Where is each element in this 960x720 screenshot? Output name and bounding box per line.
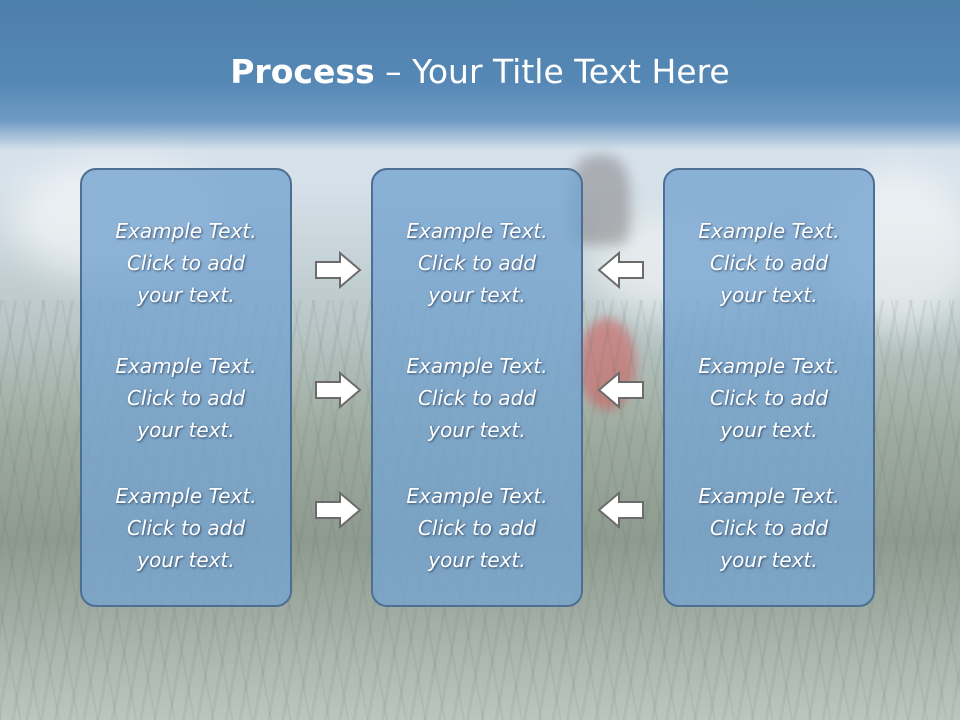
right-arrow-icon [313,370,363,410]
right-arrow-icon [313,250,363,290]
title-rest: – Your Title Text Here [374,52,730,91]
panel-text[interactable]: Example Text. Click to add your text. [406,219,548,307]
process-panel-middle[interactable]: Example Text. Click to add your text. Ex… [371,168,583,607]
header-band [0,0,960,150]
left-arrow-icon [596,370,646,410]
left-arrow-icon [596,250,646,290]
panel-text[interactable]: Example Text. Click to add your text. [115,354,257,442]
panel-text[interactable]: Example Text. Click to add your text. [406,484,548,572]
right-arrow-icon [313,490,363,530]
slide-title[interactable]: Process – Your Title Text Here [0,52,960,91]
process-panel-left[interactable]: Example Text. Click to add your text. Ex… [80,168,292,607]
left-arrow-icon [596,490,646,530]
process-panel-right[interactable]: Example Text. Click to add your text. Ex… [663,168,875,607]
panel-text[interactable]: Example Text. Click to add your text. [115,484,257,572]
panel-text[interactable]: Example Text. Click to add your text. [406,354,548,442]
title-bold: Process [230,52,375,91]
panel-text[interactable]: Example Text. Click to add your text. [115,219,257,307]
panel-text[interactable]: Example Text. Click to add your text. [698,354,840,442]
panel-text[interactable]: Example Text. Click to add your text. [698,484,840,572]
panel-text[interactable]: Example Text. Click to add your text. [698,219,840,307]
